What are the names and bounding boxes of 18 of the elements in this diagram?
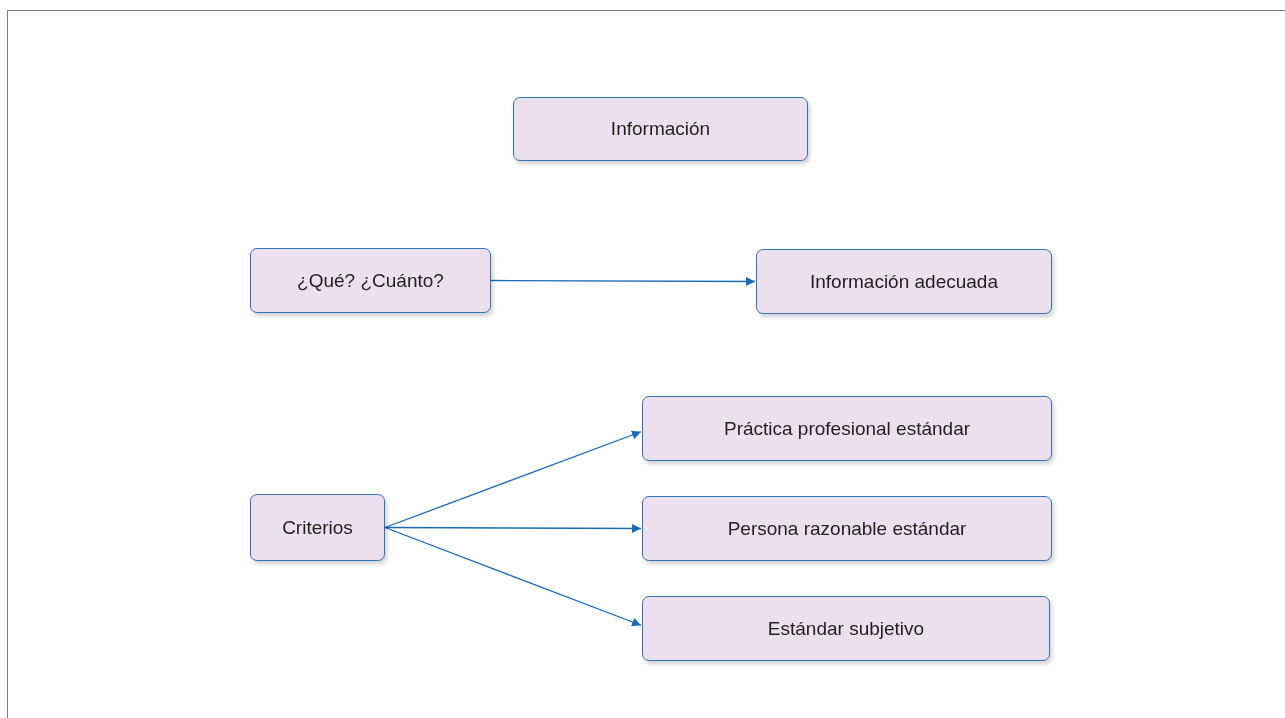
process-box (250, 248, 491, 313)
process-box (642, 496, 1052, 561)
box-label: Criterios (282, 515, 353, 540)
process-box (250, 494, 385, 561)
arrow (384, 430, 642, 529)
box-label: Información adecuada (810, 269, 998, 294)
box-label: Persona razonable estándar (727, 516, 967, 541)
arrow (384, 526, 642, 627)
arrow (384, 523, 642, 533)
process-box (756, 249, 1052, 314)
box-label: Práctica profesional estándar (723, 416, 971, 441)
process-box (513, 97, 808, 161)
arrow (490, 276, 756, 286)
box-label: Estándar subjetivo (767, 616, 925, 641)
box-label: Información (610, 117, 711, 141)
process-box (642, 396, 1052, 461)
process-box (642, 596, 1050, 661)
box-label: ¿Qué? ¿Cuánto? (297, 268, 444, 293)
